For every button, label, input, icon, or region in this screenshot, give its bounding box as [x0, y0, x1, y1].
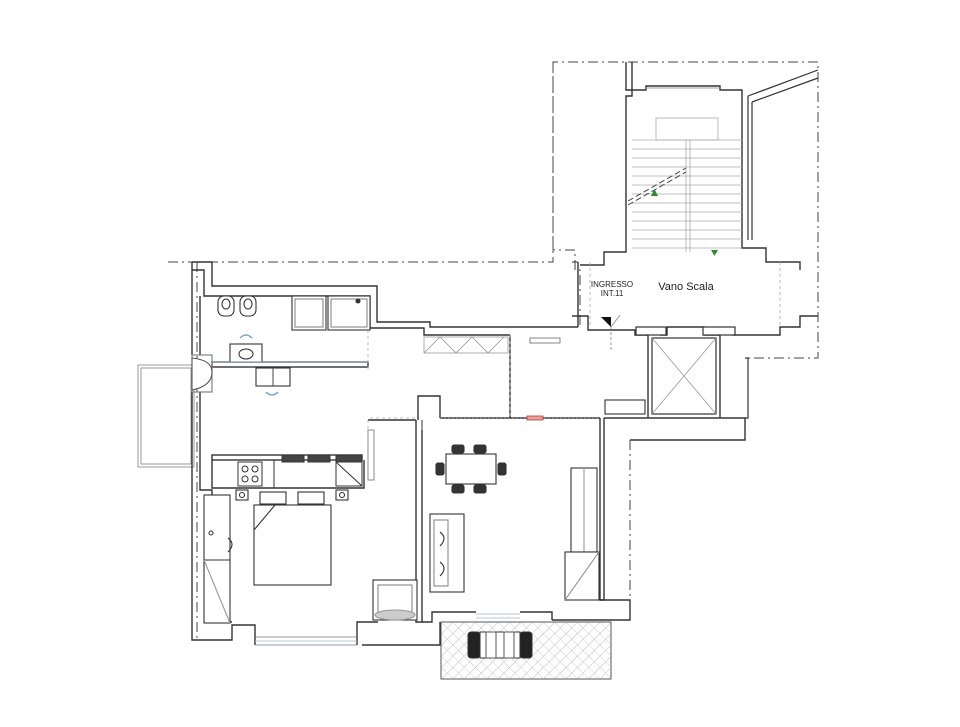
stairwell	[552, 62, 819, 419]
pillow-right	[297, 491, 325, 505]
nightstand-right	[335, 489, 349, 501]
pillow-left	[259, 491, 287, 505]
left-balcony	[137, 364, 195, 468]
entrance-label-line1: INGRESSO	[591, 280, 633, 289]
bidet	[239, 295, 257, 317]
kitchen-shelf-3	[335, 454, 363, 463]
nightstand-left	[235, 489, 249, 501]
terrace-furniture	[467, 631, 533, 659]
corridor-wardrobe	[423, 336, 646, 421]
living-room	[429, 444, 600, 619]
dining-chairs	[435, 444, 507, 494]
stairwell-label: Vano Scala	[658, 281, 714, 293]
wardrobe	[203, 494, 231, 624]
stair-arrow-down	[711, 250, 718, 256]
dining-table	[445, 453, 497, 485]
entrance-door-marker	[601, 317, 611, 327]
toilet	[217, 295, 235, 317]
stair-arrow-up	[651, 189, 658, 196]
bathroom	[191, 295, 371, 396]
bathtub	[327, 295, 371, 331]
door-openings	[367, 330, 511, 455]
cooktop	[237, 461, 263, 487]
shower	[291, 295, 327, 331]
double-bed	[253, 504, 332, 586]
bedroom	[203, 489, 418, 642]
entrance-label-line2: INT.11	[601, 289, 624, 298]
sofa	[429, 513, 465, 593]
round-rug	[374, 609, 416, 621]
kitchen-shelf-2	[307, 454, 331, 463]
kitchen	[237, 429, 375, 488]
kitchen-shelf-1	[281, 454, 305, 463]
